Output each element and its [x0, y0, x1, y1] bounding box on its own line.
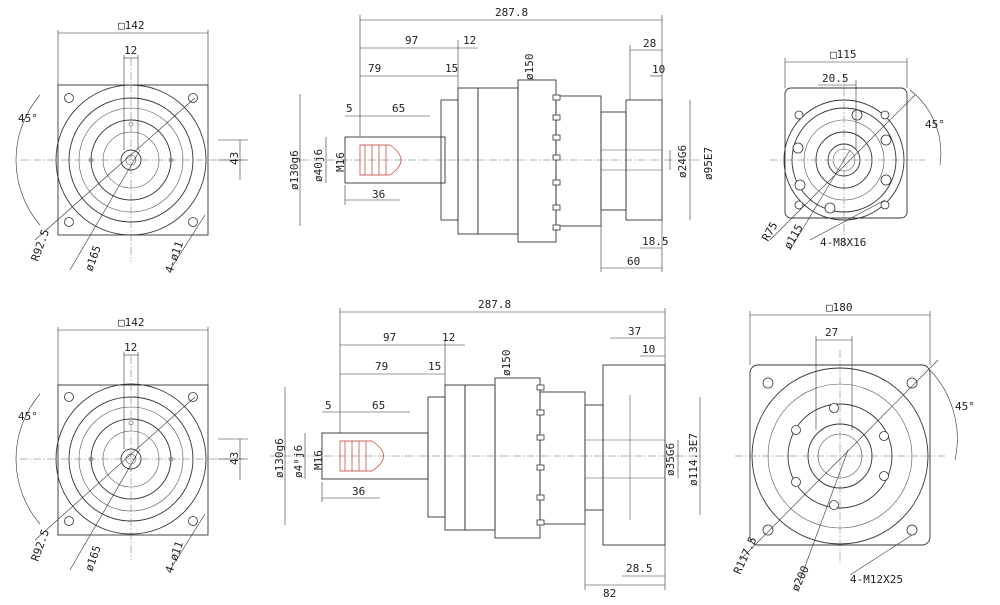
length-82: 82 — [603, 587, 616, 600]
radius-label: R117.5 — [731, 535, 760, 577]
length-36: 36 — [352, 485, 365, 498]
dia-130: ø130g6 — [288, 150, 301, 190]
length-10: 10 — [642, 343, 655, 356]
length-37: 37 — [628, 325, 641, 338]
key-label: 12 — [124, 341, 137, 354]
angle-label: 45° — [955, 400, 975, 413]
flange-view-top-left: □142 12 45° 43 R92.5 ø165 4-ø11 — [15, 19, 248, 275]
thread-label: M16 — [334, 152, 347, 172]
overall-length: 287.8 — [478, 298, 511, 311]
dia-150: ø150 — [500, 350, 513, 377]
square-label: □142 — [118, 19, 145, 32]
length-15: 15 — [445, 62, 458, 75]
dia-130: ø130g6 — [273, 438, 286, 478]
holes-label: 4-M12X25 — [850, 573, 903, 586]
length-15: 15 — [428, 360, 441, 373]
holes-label: 4-ø11 — [163, 539, 187, 575]
dia-40: ø40j6 — [312, 149, 325, 182]
length-97: 97 — [405, 34, 418, 47]
length-60: 60 — [627, 255, 640, 268]
holes-label: 4-M8X16 — [820, 236, 866, 249]
length-5: 5 — [325, 399, 332, 412]
offset-label: 43 — [228, 152, 241, 165]
pitch-dia-label: ø200 — [789, 564, 812, 594]
length-79: 79 — [368, 62, 381, 75]
length-79: 79 — [375, 360, 388, 373]
length-5: 5 — [346, 102, 353, 115]
pitch-radius-label: R92.5 — [29, 227, 53, 263]
pitch-dia-label: ø165 — [83, 244, 104, 273]
key-label: 12 — [124, 44, 137, 57]
square-label: □142 — [118, 316, 145, 329]
motor-flange-bottom-right: □180 27 45° R117.5 ø200 4-M12X25 — [731, 301, 975, 593]
overall-length: 287.8 — [495, 6, 528, 19]
length-18-5: 18.5 — [642, 235, 669, 248]
spigot-dia: ø114.3E7 — [687, 433, 700, 486]
length-65: 65 — [372, 399, 385, 412]
side-view-bottom: 287.8 97 12 79 15 5 65 36 ø150 ø130g6 ø4… — [270, 298, 701, 600]
holes-label: 4-ø11 — [163, 239, 187, 275]
radius-label: R75 — [759, 220, 780, 244]
pitch-radius-label: R92.5 — [29, 527, 53, 563]
thread-label: M16 — [312, 450, 325, 470]
length-28-5: 28.5 — [626, 562, 653, 575]
bore-dia: ø35G6 — [664, 443, 677, 476]
side-view-top: 287.8 97 12 79 15 5 65 36 ø150 ø130g6 ø4… — [288, 6, 715, 272]
dia-150: ø150 — [523, 54, 536, 81]
angle-label: 45° — [18, 410, 38, 423]
pitch-dia-label: ø165 — [83, 544, 104, 573]
motor-flange-top-right: □115 20.5 45° R75 ø115 4-M8X16 — [759, 48, 945, 252]
key-label: 27 — [825, 326, 838, 339]
length-36: 36 — [372, 188, 385, 201]
dia-40: ø4⁰j6 — [292, 445, 305, 478]
length-12: 12 — [463, 34, 476, 47]
length-97: 97 — [383, 331, 396, 344]
key-label: 20.5 — [822, 72, 849, 85]
offset-label: 43 — [228, 452, 241, 465]
square-label: □115 — [830, 48, 857, 61]
bore-dia: ø24G6 — [676, 145, 689, 178]
length-12: 12 — [442, 331, 455, 344]
square-label: □180 — [826, 301, 853, 314]
length-28: 28 — [643, 37, 656, 50]
angle-label: 45° — [18, 112, 38, 125]
flange-view-bottom-left: □142 12 45° 43 R92.5 ø165 4-ø11 — [15, 316, 248, 575]
pitch-dia-label: ø115 — [781, 222, 806, 251]
length-65: 65 — [392, 102, 405, 115]
length-10: 10 — [652, 63, 665, 76]
angle-label: 45° — [925, 118, 945, 131]
spigot-dia: ø95E7 — [702, 147, 715, 180]
